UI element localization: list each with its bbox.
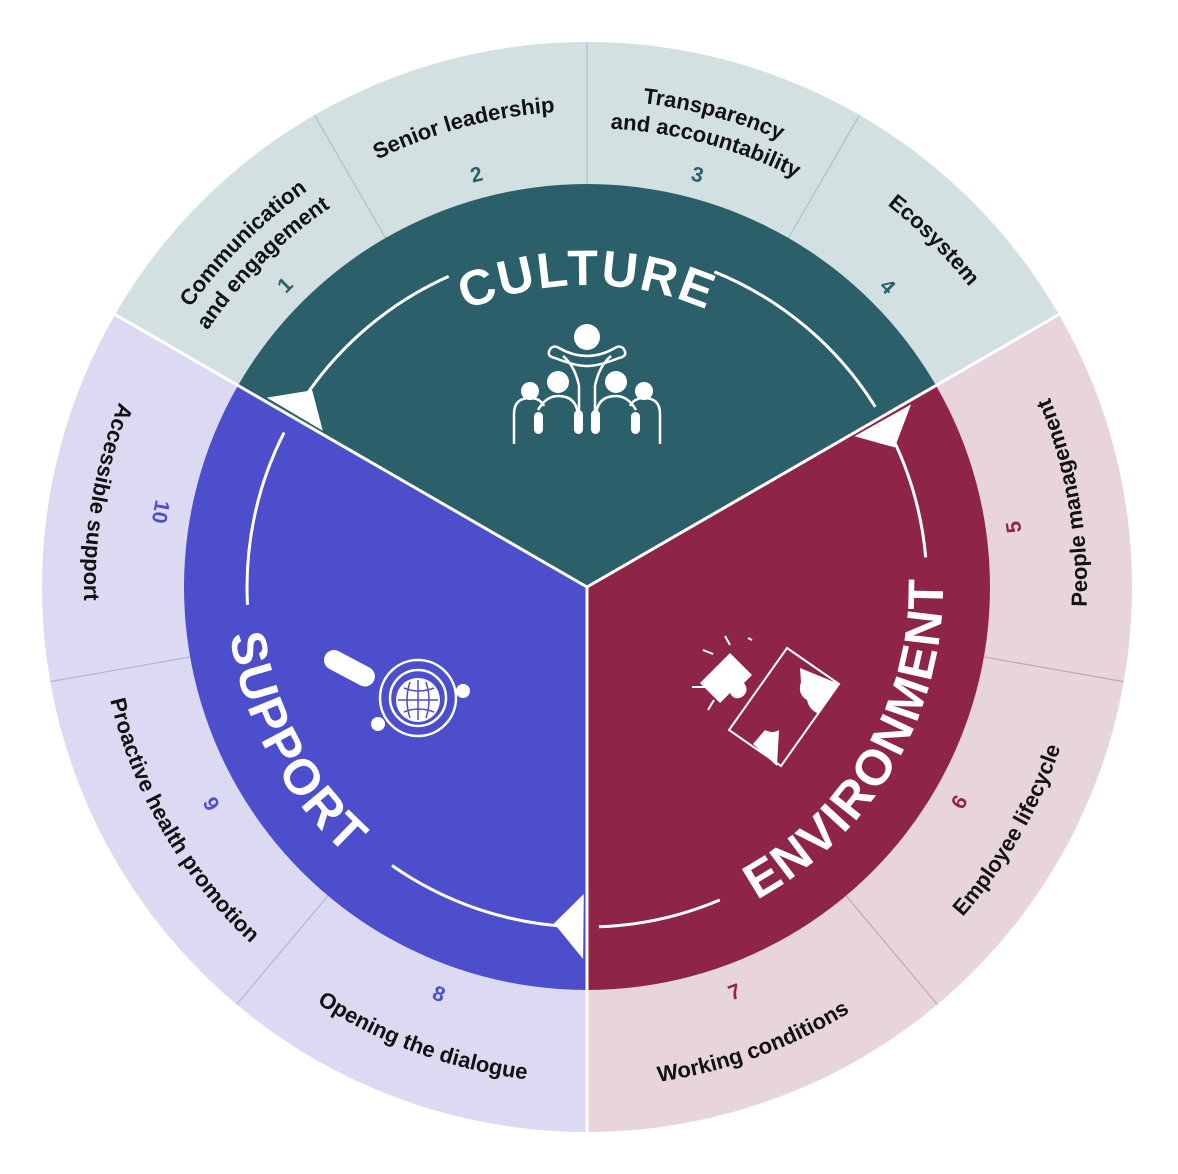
segment-divider [313,114,387,239]
arrow-triangle [854,404,912,448]
segment-5-number: 5 [1002,519,1026,534]
pillar-arc [713,270,877,408]
people-group-icon [512,324,662,444]
segment-10-number: 10 [147,498,174,525]
pillar-arc [598,898,721,929]
pillar-arc [245,431,286,605]
segment-divider [50,656,191,683]
inner-arc-lines [245,270,928,959]
segment-divider [787,114,861,239]
segment-divider [983,656,1124,683]
pillar-culture [238,184,936,588]
segment-3-number: 3 [689,162,706,187]
segment-2-number: 2 [468,162,485,187]
segment-divider [236,895,329,1005]
arrow-triangle [266,390,323,431]
arrow-triangle [554,894,584,959]
inner-pillars [114,184,1060,1132]
pillar-arc [891,437,928,558]
pillar-divider [586,313,1060,589]
pillar-arc [391,864,576,929]
pillar-environment [587,385,990,990]
pillar-arc [303,275,450,398]
magnifier-globe-icon [323,650,470,738]
pillar-divider [114,313,588,589]
pillar-support [184,385,587,990]
puzzle-icon [692,635,841,768]
segment-divider [845,895,938,1005]
